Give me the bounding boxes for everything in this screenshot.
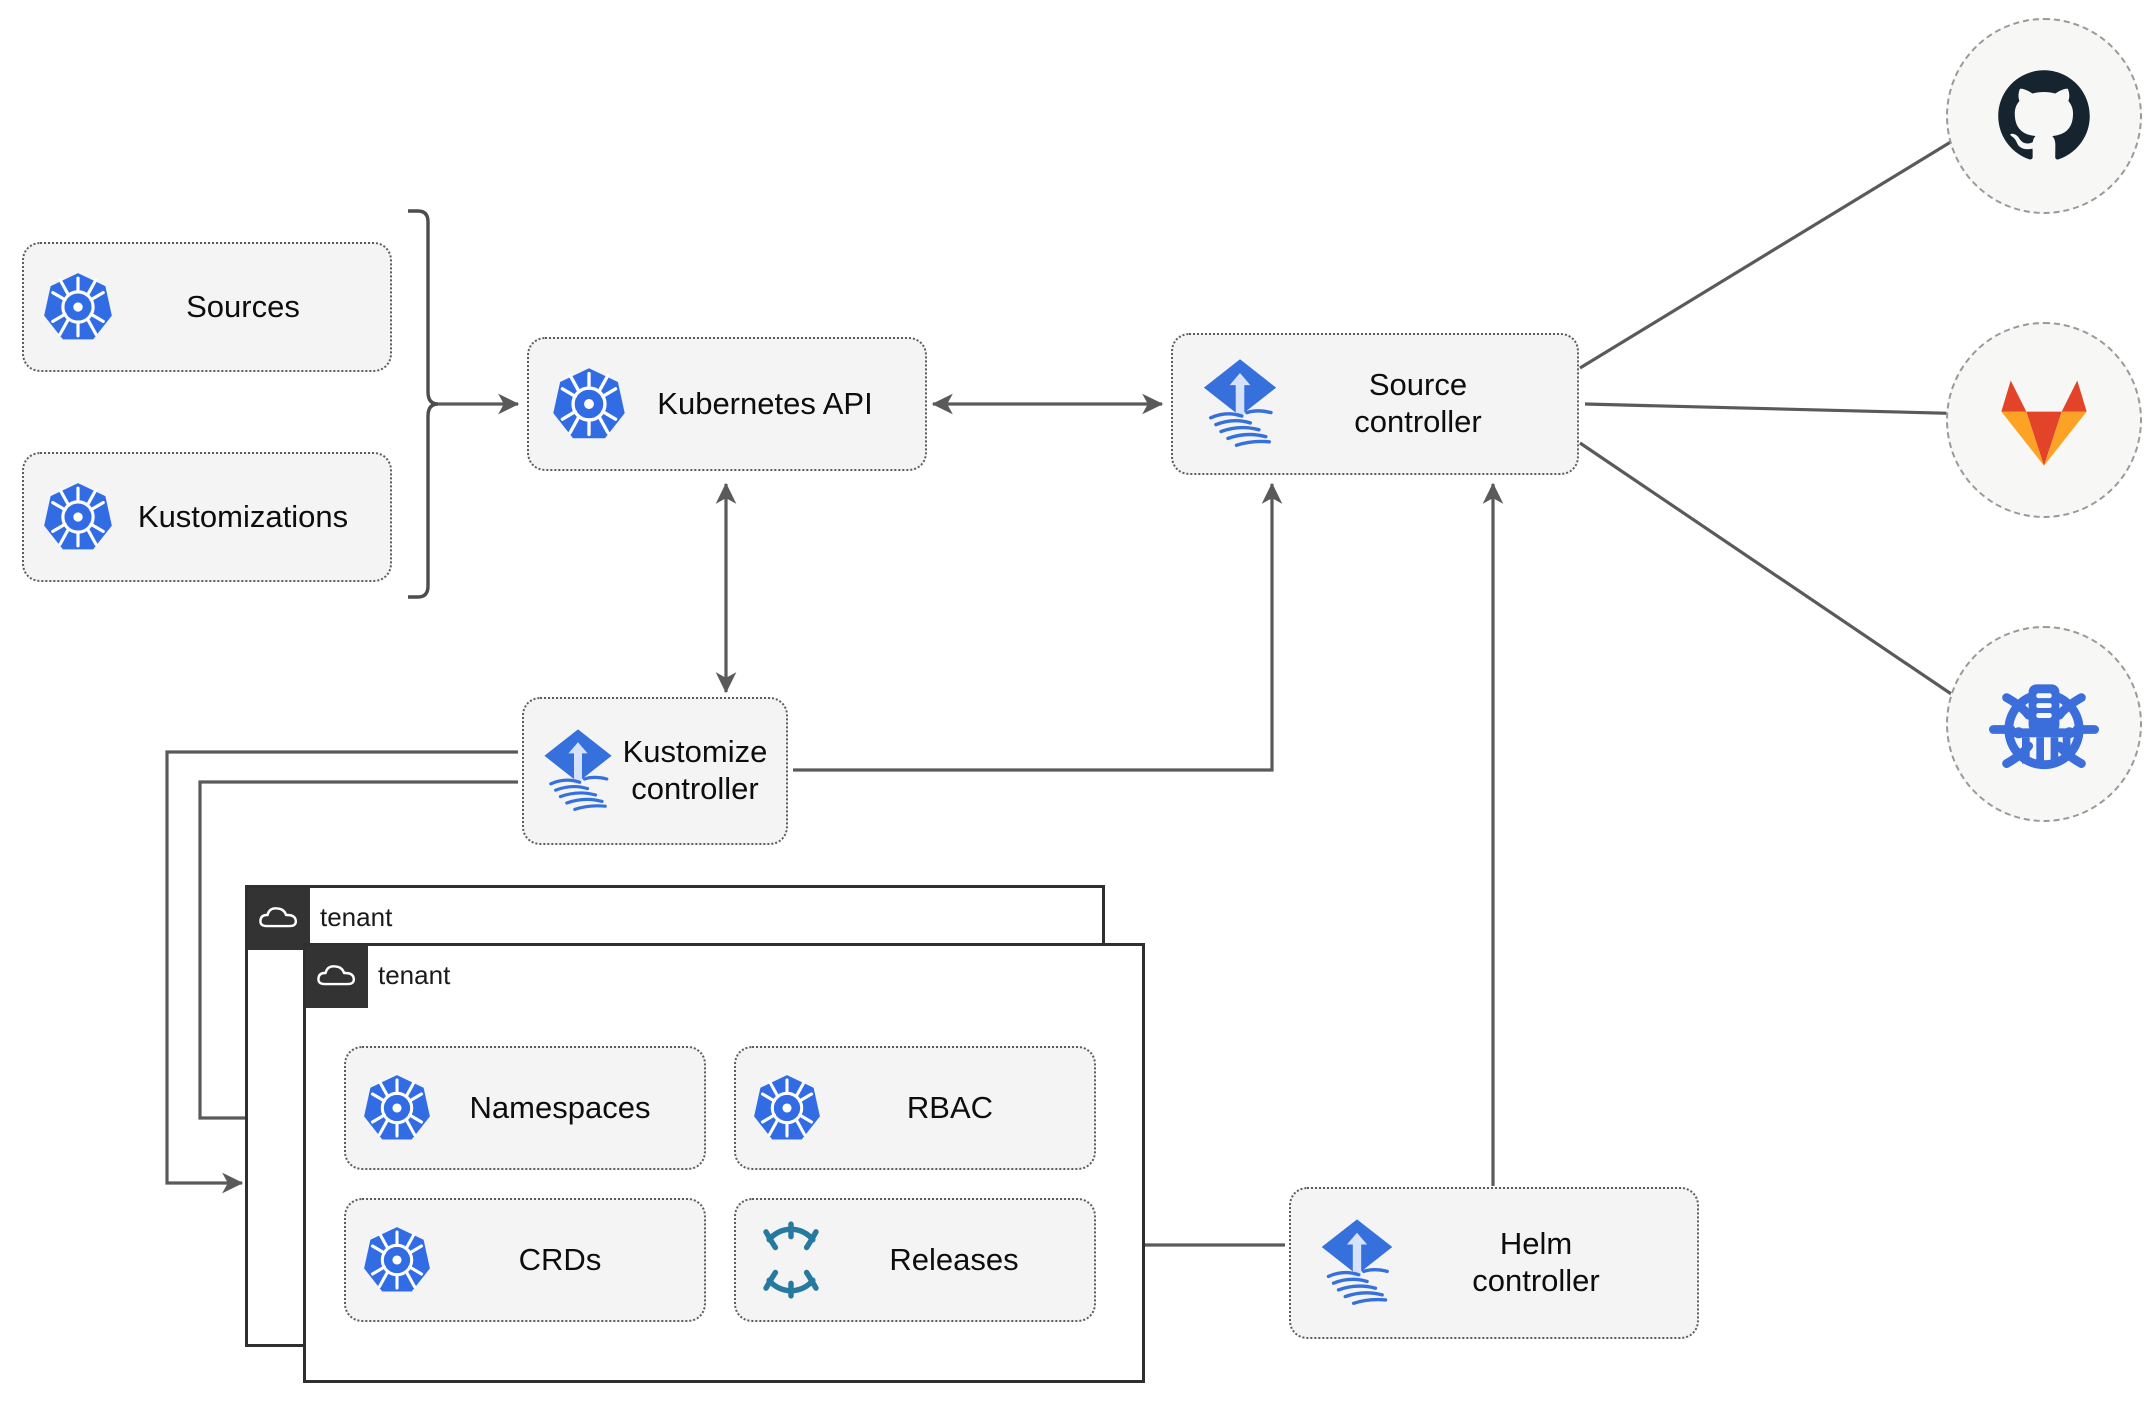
tenant-resource-label-releases: Releases [889, 1241, 1019, 1277]
tenant-label-outer: tenant [320, 902, 393, 932]
tenant-resource-card-namespaces[interactable]: Namespaces [344, 1046, 706, 1170]
cloud-icon [317, 965, 356, 986]
wire-source-controller-to-helm-repository [1579, 441, 1974, 710]
cloud-icon [259, 907, 298, 928]
kubernetes-icon [752, 1073, 822, 1143]
resource-label-kustomizations: Kustomizations [137, 498, 349, 534]
wire-source-controller-to-gitlab [1584, 402, 1978, 424]
flux-icon [1197, 354, 1283, 454]
controller-label-kubernetes-api: Kubernetes API [657, 385, 873, 421]
flux-icon [538, 724, 618, 818]
controller-label-helm-controller: Helm controller [1472, 1226, 1600, 1298]
controller-card-source-controller[interactable]: Source controller [1171, 333, 1579, 475]
controller-label-kustomize-controller: Kustomize controller [622, 734, 768, 806]
tenant-resource-label-namespaces: Namespaces [469, 1089, 651, 1125]
helm-wordmark [752, 1221, 830, 1299]
kubernetes-icon [42, 481, 114, 553]
provider-circle-github[interactable] [1946, 18, 2142, 214]
resource-card-kustomizations[interactable]: Kustomizations [22, 452, 392, 582]
helm-icon [752, 1221, 830, 1299]
tenant-resource-card-releases[interactable]: Releases [734, 1198, 1096, 1322]
flux-icon [1315, 1214, 1399, 1312]
tenant-resource-card-rbac[interactable]: RBAC [734, 1046, 1096, 1170]
tenant-resource-label-rbac: RBAC [906, 1089, 994, 1125]
tenant-tab-outer [248, 888, 310, 950]
tenant-resource-card-crds[interactable]: CRDs [344, 1198, 706, 1322]
controller-card-helm-controller[interactable]: Helm controller [1289, 1187, 1699, 1339]
controller-label-source-controller: Source controller [1354, 367, 1482, 439]
group-bracket [408, 209, 439, 599]
tenant-tab-inner [306, 946, 368, 1008]
wire-source-controller-to-github [1579, 127, 1974, 370]
kubernetes-icon [42, 271, 114, 343]
provider-circle-gitlab[interactable] [1946, 322, 2142, 518]
controller-card-kustomize-controller[interactable]: Kustomize controller [522, 697, 788, 845]
github-icon [1998, 70, 2090, 160]
controller-card-kubernetes-api[interactable]: Kubernetes API [527, 337, 927, 471]
gitlab-icon [1994, 380, 2087, 466]
kubernetes-icon [362, 1073, 432, 1143]
wire-kustomize-controller-to-source-controller [793, 482, 1283, 772]
tenant-resource-label-crds: CRDs [518, 1241, 602, 1277]
kubernetes-icon [362, 1225, 432, 1295]
resource-label-sources: Sources [186, 288, 300, 324]
tenant-label-inner: tenant [378, 960, 451, 990]
resource-card-sources[interactable]: Sources [22, 242, 392, 372]
helm-repository-icon [1989, 669, 2099, 779]
tenant-panel-inner[interactable]: tenant Namespaces RBAC CRDs Rel [303, 943, 1145, 1383]
kubernetes-icon [551, 366, 627, 442]
provider-circle-helm-repository[interactable] [1946, 626, 2142, 822]
